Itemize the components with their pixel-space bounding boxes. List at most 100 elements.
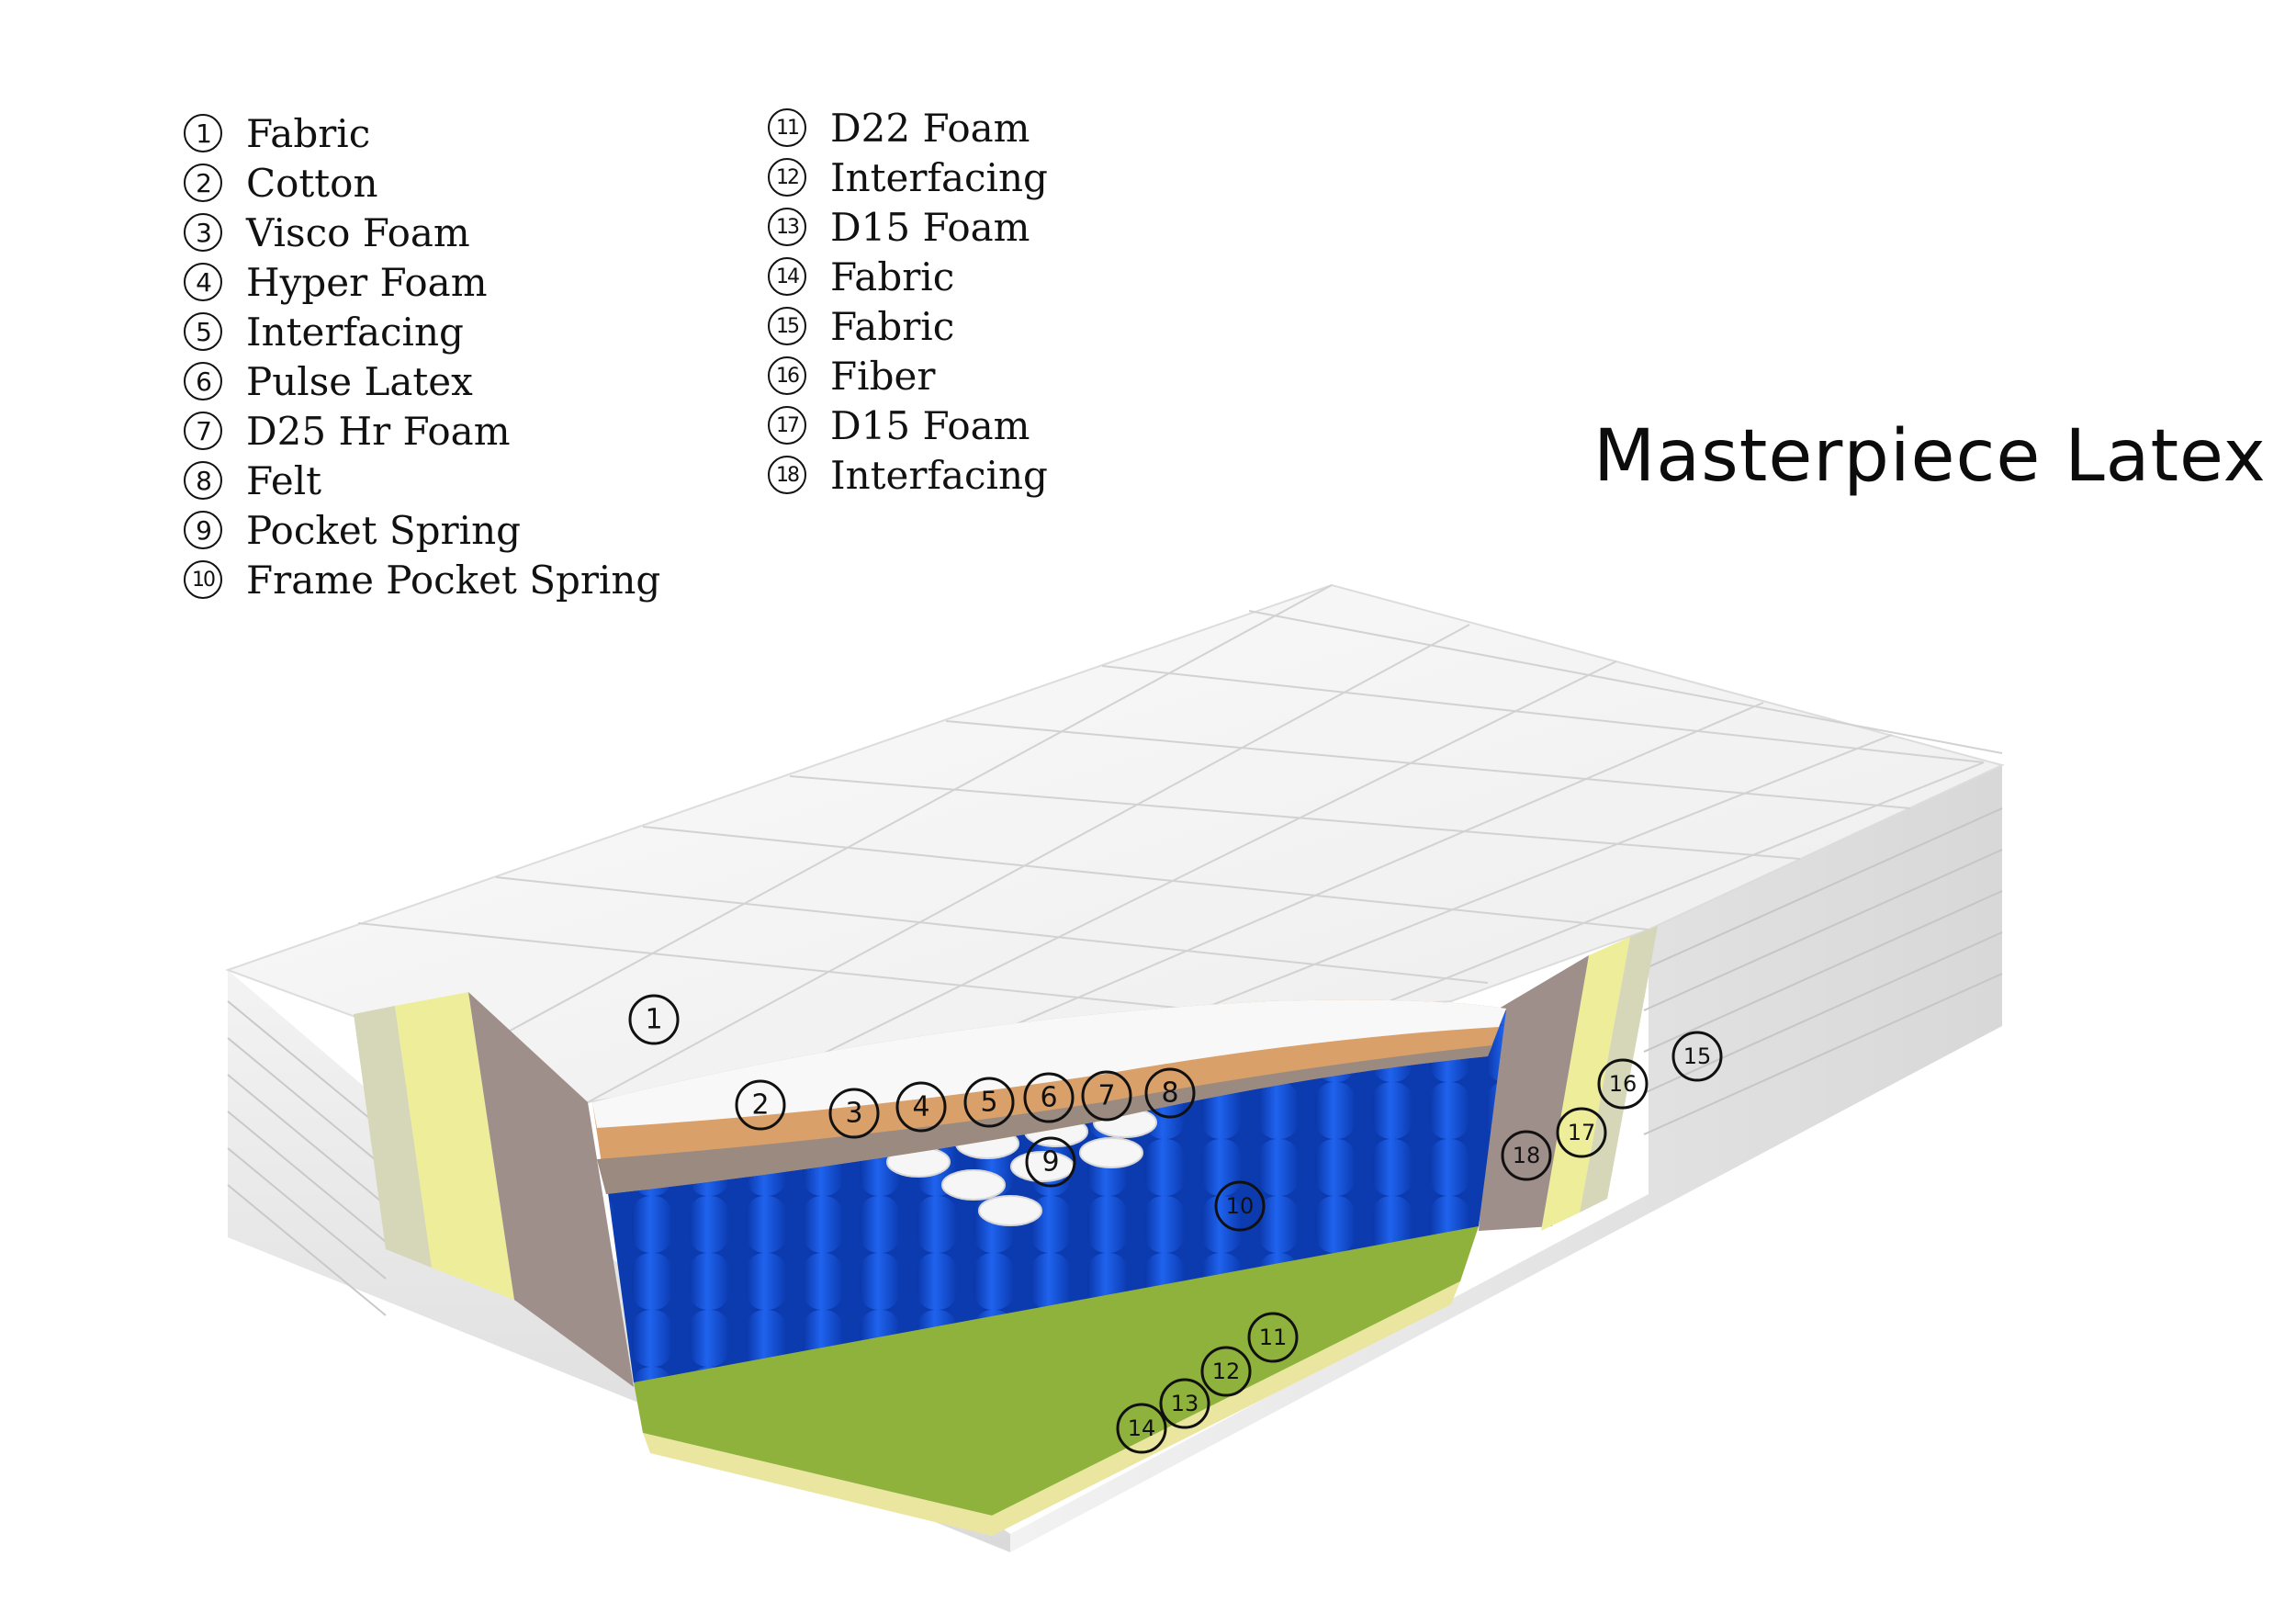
legend-label: Fabric bbox=[830, 254, 955, 299]
legend-number: 17 bbox=[768, 406, 806, 445]
callout-label: 15 bbox=[1683, 1043, 1712, 1069]
legend-number: 2 bbox=[184, 164, 222, 202]
left-layer-fabric-band bbox=[354, 1006, 432, 1268]
callout-4: 4 bbox=[895, 1081, 947, 1133]
legend-label: D25 Hr Foam bbox=[246, 408, 511, 454]
left-layer-fiber bbox=[395, 992, 514, 1300]
legend-label: Frame Pocket Spring bbox=[246, 557, 661, 603]
legend-label: Fabric bbox=[830, 303, 955, 349]
legend-item: 2 Cotton bbox=[184, 158, 660, 208]
right-layer-interfacing bbox=[1479, 955, 1589, 1231]
callout-16: 16 bbox=[1597, 1058, 1649, 1110]
legend-number: 15 bbox=[768, 307, 806, 345]
right-face-stripes bbox=[1643, 807, 2003, 1135]
legend-number: 11 bbox=[768, 108, 806, 147]
right-layer-fiber bbox=[1541, 937, 1630, 1231]
legend-item: 8 Felt bbox=[184, 456, 660, 505]
legend-item: 13 D15 Foam bbox=[768, 202, 1048, 252]
legend-item: 12 Interfacing bbox=[768, 152, 1048, 202]
callout-14: 14 bbox=[1116, 1403, 1167, 1454]
legend-label: Interfacing bbox=[246, 309, 464, 355]
callout-label: 3 bbox=[845, 1098, 862, 1130]
comfort-layer-cotton bbox=[592, 999, 1506, 1128]
legend-item: 18 Interfacing bbox=[768, 450, 1048, 500]
callout-9: 9 bbox=[1025, 1136, 1076, 1188]
callout-12: 12 bbox=[1200, 1346, 1252, 1397]
callout-label: 8 bbox=[1161, 1077, 1178, 1110]
legend-label: Cotton bbox=[246, 160, 378, 206]
legend-item: 5 Interfacing bbox=[184, 307, 660, 356]
legend-number: 10 bbox=[184, 560, 222, 599]
legend-item: 10 Frame Pocket Spring bbox=[184, 555, 660, 604]
callout-label: 12 bbox=[1212, 1359, 1241, 1384]
callout-label: 7 bbox=[1097, 1080, 1115, 1112]
legend-item: 4 Hyper Foam bbox=[184, 257, 660, 307]
legend-item: 3 Visco Foam bbox=[184, 208, 660, 257]
legend-number: 5 bbox=[184, 312, 222, 351]
base-foam-layer bbox=[634, 1226, 1479, 1516]
legend-number: 12 bbox=[768, 158, 806, 197]
legend-item: 9 Pocket Spring bbox=[184, 505, 660, 555]
legend-item: 14 Fabric bbox=[768, 252, 1048, 301]
callout-label: 9 bbox=[1041, 1146, 1059, 1179]
left-layer-interfacing bbox=[468, 992, 634, 1387]
callout-5: 5 bbox=[963, 1077, 1015, 1128]
legend-label: D15 Foam bbox=[830, 204, 1030, 250]
callout-2: 2 bbox=[735, 1079, 786, 1131]
product-title: Masterpiece Latex bbox=[1593, 415, 2267, 498]
legend-label: Interfacing bbox=[830, 154, 1048, 200]
quilt-pattern bbox=[357, 584, 2003, 1103]
legend-number: 9 bbox=[184, 511, 222, 549]
legend-label: Interfacing bbox=[830, 452, 1048, 498]
callout-15: 15 bbox=[1671, 1031, 1723, 1082]
callout-18: 18 bbox=[1501, 1130, 1552, 1181]
legend-label: D15 Foam bbox=[830, 402, 1030, 448]
callout-1: 1 bbox=[628, 994, 680, 1045]
legend-number: 3 bbox=[184, 213, 222, 252]
callout-17: 17 bbox=[1556, 1107, 1607, 1158]
callout-7: 7 bbox=[1081, 1070, 1132, 1122]
callout-label: 18 bbox=[1513, 1143, 1541, 1168]
legend-number: 18 bbox=[768, 456, 806, 494]
legend-number: 4 bbox=[184, 263, 222, 301]
callout-label: 5 bbox=[980, 1087, 997, 1119]
callout-label: 14 bbox=[1128, 1415, 1156, 1441]
callout-label: 4 bbox=[912, 1091, 929, 1123]
legend-label: D22 Foam bbox=[830, 105, 1030, 151]
legend-number: 6 bbox=[184, 362, 222, 400]
callout-label: 1 bbox=[645, 1004, 662, 1036]
legend-item: 16 Fiber bbox=[768, 351, 1048, 400]
left-face-stripes bbox=[227, 1000, 387, 1316]
right-layer-fabric-band bbox=[1580, 926, 1658, 1212]
callout-8: 8 bbox=[1144, 1067, 1196, 1119]
legend-number: 16 bbox=[768, 356, 806, 395]
legend-label: Felt bbox=[246, 457, 322, 503]
legend-item: 7 D25 Hr Foam bbox=[184, 406, 660, 456]
legend-label: Pocket Spring bbox=[246, 507, 522, 553]
callout-6: 6 bbox=[1023, 1072, 1075, 1123]
legend-label: Fiber bbox=[830, 353, 936, 399]
comfort-layer-felt bbox=[597, 1045, 1492, 1194]
legend-item: 11 D22 Foam bbox=[768, 103, 1048, 152]
legend-number: 8 bbox=[184, 461, 222, 500]
callout-label: 11 bbox=[1259, 1325, 1288, 1350]
legend-number: 7 bbox=[184, 412, 222, 450]
mattress-right-face bbox=[1010, 765, 2002, 1552]
callout-label: 10 bbox=[1226, 1193, 1255, 1219]
legend-label: Visco Foam bbox=[246, 209, 470, 255]
legend-label: Fabric bbox=[246, 110, 371, 156]
callout-label: 6 bbox=[1040, 1082, 1057, 1114]
legend-number: 13 bbox=[768, 208, 806, 246]
legend-label: Hyper Foam bbox=[246, 259, 488, 305]
callout-label: 2 bbox=[751, 1089, 769, 1122]
callout-label: 17 bbox=[1568, 1120, 1596, 1145]
legend-item: 17 D15 Foam bbox=[768, 400, 1048, 450]
legend-number: 14 bbox=[768, 257, 806, 296]
legend-item: 15 Fabric bbox=[768, 301, 1048, 351]
callout-13: 13 bbox=[1159, 1378, 1210, 1429]
